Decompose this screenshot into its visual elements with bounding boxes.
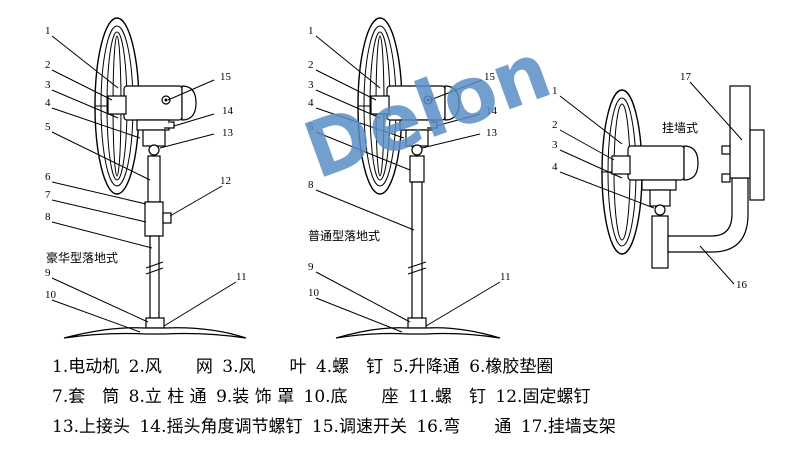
svg-text:13: 13 [222,127,234,139]
svg-text:12: 12 [220,175,231,187]
motor [123,85,183,121]
svg-text:4: 4 [45,97,51,109]
delon-watermark-logo: Delon [293,26,562,197]
legend-item: 15.调速开关 [311,417,407,437]
legend-item: 9.装 饰 罩 [216,387,295,407]
legend-item: 1.电动机 [52,357,120,377]
legend-row: 1.电动机 2.风 网 3.风 叶 4.螺 钉 5.升降通 6.橡胶垫圈 [52,352,792,382]
svg-text:1: 1 [308,25,314,37]
wall-drop-tube [651,215,669,269]
legend-item: 12.固定螺钉 [495,387,591,407]
svg-text:Delon: Delon [293,26,562,197]
svg-text:7: 7 [45,189,51,201]
svg-text:10: 10 [45,289,57,301]
svg-text:14: 14 [486,105,498,117]
svg-text:5: 5 [308,121,314,133]
svg-text:16: 16 [736,279,748,291]
svg-text:8: 8 [45,211,51,223]
bent-tube [667,177,749,253]
normal-callouts: 1 2 3 4 5 8 9 10 11 13 14 15 普通型落地式 [308,25,511,333]
legend-row: 7.套 筒 8.立 柱 通 9.装 饰 罩 10.底 座 11.螺 钉 12.固… [52,382,792,412]
svg-text:8: 8 [308,179,314,191]
fan-assembly-diagram: 1 2 3 4 5 6 7 8 9 10 11 12 13 14 15 豪华型落… [45,17,765,339]
svg-text:15: 15 [220,71,232,83]
svg-text:3: 3 [552,139,558,151]
sleeve [144,201,164,237]
wall-callouts: 1 2 3 4 16 17 挂墙式 [552,71,748,291]
svg-text:3: 3 [308,79,314,91]
upper-pole [147,155,161,203]
legend-item: 16.弯 通 [416,417,512,437]
legend-item: 14.摇头角度调节螺钉 [139,417,303,437]
luxury-callouts: 1 2 3 4 5 6 7 8 9 10 11 12 13 14 15 豪华型落… [45,25,247,333]
svg-text:17: 17 [680,71,692,83]
legend-item: 6.橡胶垫圈 [469,357,554,377]
legend-item: 4.螺 钉 [315,357,384,377]
legend-row: 13.上接头 14.摇头角度调节螺钉 15.调速开关 16.弯 通 17.挂墙支… [52,412,792,442]
legend-item: 11.螺 钉 [407,387,487,407]
svg-text:15: 15 [484,71,496,83]
svg-text:14: 14 [222,105,234,117]
svg-text:13: 13 [486,127,498,139]
svg-text:1: 1 [552,85,558,97]
svg-text:6: 6 [45,171,51,183]
wall-bracket [729,85,751,179]
legend-item: 3.风 叶 [222,357,307,377]
legend-item: 10.底 座 [303,387,399,407]
caption-luxury: 豪华型落地式 [46,250,118,265]
luxury-floor-fan [63,17,247,339]
legend-item: 13.上接头 [52,417,131,437]
base [335,327,501,339]
svg-text:10: 10 [308,287,320,299]
normal-floor-fan [335,17,501,339]
svg-text:9: 9 [45,267,51,279]
svg-text:9: 9 [308,261,314,273]
svg-text:3: 3 [45,79,51,91]
legend-item: 7.套 筒 [52,387,120,407]
motor [627,145,685,181]
svg-text:5: 5 [45,121,51,133]
base [63,327,247,339]
svg-text:4: 4 [308,97,314,109]
svg-text:2: 2 [308,59,314,71]
legend-item: 8.立 柱 通 [128,387,207,407]
caption-normal: 普通型落地式 [308,229,380,243]
svg-text:11: 11 [500,271,511,283]
svg-text:11: 11 [236,271,247,283]
legend-item: 17.挂墙支架 [520,417,616,437]
svg-text:2: 2 [45,59,51,71]
svg-text:1: 1 [45,25,51,37]
svg-text:2: 2 [552,119,558,131]
standing-pole [411,181,423,319]
legend-item: 5.升降通 [392,357,460,377]
svg-text:4: 4 [552,161,558,173]
parts-legend: 1.电动机 2.风 网 3.风 叶 4.螺 钉 5.升降通 6.橡胶垫圈 7.套… [52,352,792,442]
caption-wall: 挂墙式 [662,121,698,135]
wall-mount-fan [601,85,765,269]
legend-item: 2.风 网 [128,357,213,377]
